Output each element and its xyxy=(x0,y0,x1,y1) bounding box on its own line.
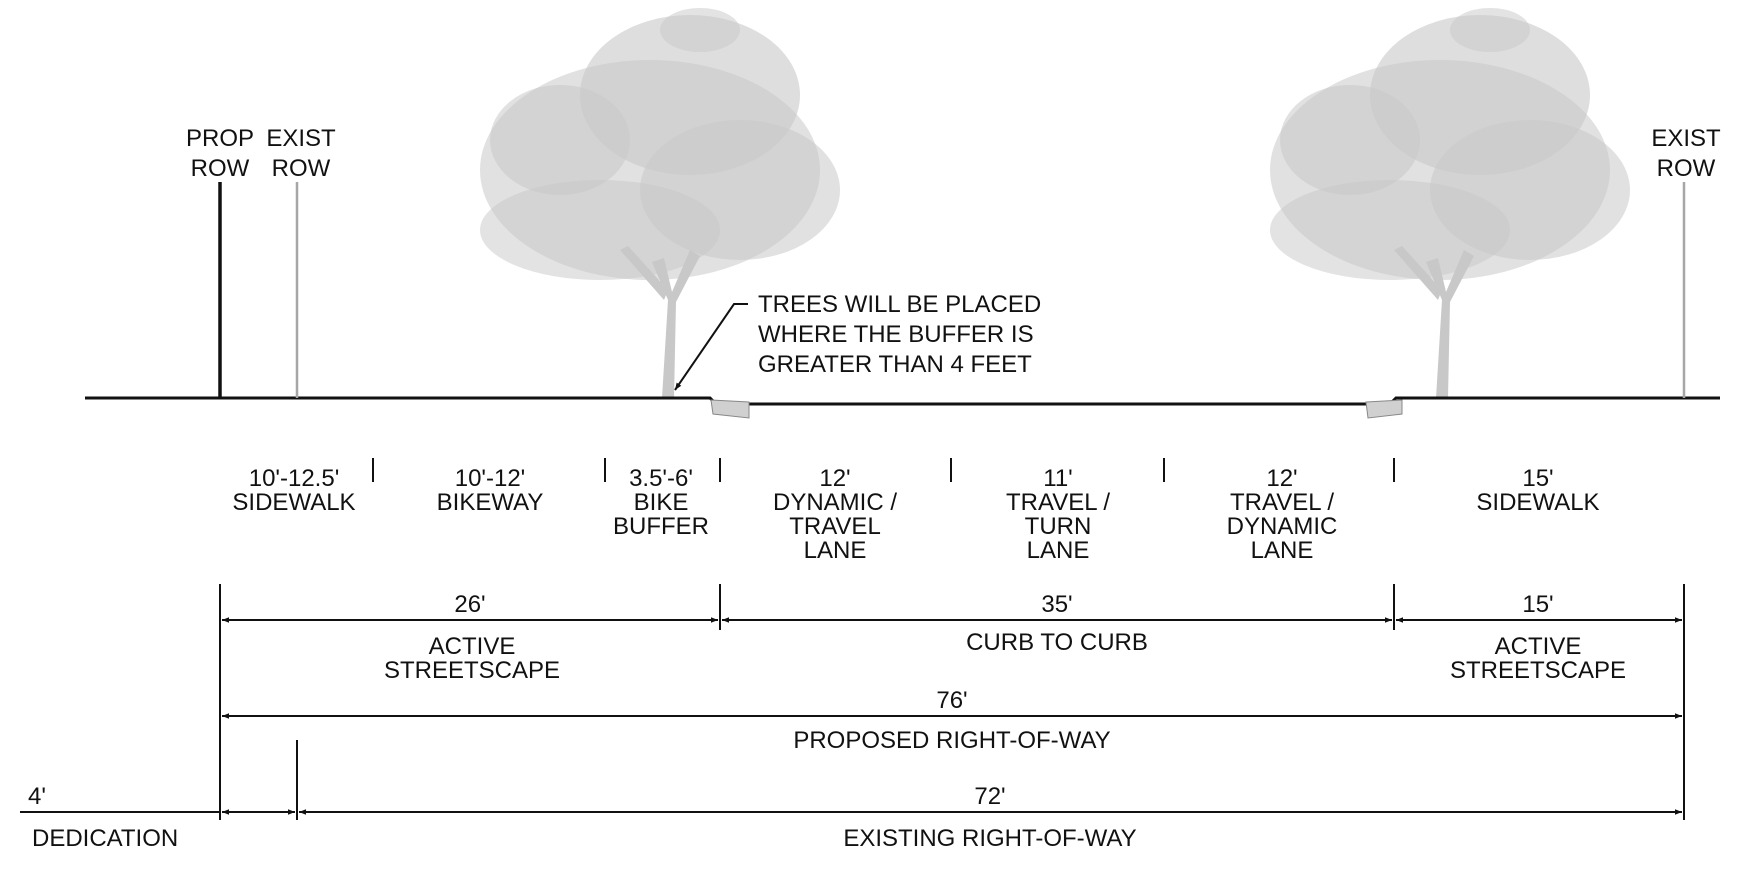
exist-row-left-label-1: EXIST xyxy=(266,125,336,152)
exist-row-left-label-2: ROW xyxy=(272,155,331,182)
svg-text:10'-12': 10'-12' xyxy=(455,465,526,492)
segment-dynamic-travel-lane: 12' DYNAMIC / TRAVEL LANE xyxy=(773,465,897,564)
tree-left xyxy=(480,8,840,398)
prop-row-label-2: ROW xyxy=(191,155,250,182)
exist-row-right-label-2: ROW xyxy=(1657,155,1716,182)
dim-active-right-label-1: ACTIVE xyxy=(1495,633,1582,660)
svg-text:TRAVEL: TRAVEL xyxy=(789,513,881,540)
curb-right xyxy=(1365,399,1403,419)
svg-text:3.5'-6': 3.5'-6' xyxy=(629,465,693,492)
segment-travel-turn-lane: 11' TRAVEL / TURN LANE xyxy=(1006,465,1110,564)
svg-text:SIDEWALK: SIDEWALK xyxy=(1476,489,1599,516)
svg-text:TRAVEL /: TRAVEL / xyxy=(1230,489,1334,516)
svg-text:10'-12.5': 10'-12.5' xyxy=(249,465,340,492)
dim-existing-row-value: 72' xyxy=(974,783,1005,810)
callout-leader xyxy=(674,303,748,391)
svg-text:LANE: LANE xyxy=(804,537,867,564)
segment-sidewalk-left: 10'-12.5' SIDEWALK xyxy=(232,465,355,516)
segment-bikeway: 10'-12' BIKEWAY xyxy=(437,465,544,516)
dim-proposed-row-value: 76' xyxy=(936,687,967,714)
dim-curb-value: 35' xyxy=(1041,591,1072,618)
dim-active-left-label-2: STREETSCAPE xyxy=(384,657,560,684)
dim-dedication-label: DEDICATION xyxy=(32,825,178,852)
svg-text:DYNAMIC /: DYNAMIC / xyxy=(773,489,897,516)
svg-text:BIKEWAY: BIKEWAY xyxy=(437,489,544,516)
dim-active-right-value: 15' xyxy=(1522,591,1553,618)
svg-text:12': 12' xyxy=(1266,465,1297,492)
segment-sidewalk-right: 15' SIDEWALK xyxy=(1476,465,1599,516)
svg-text:TURN: TURN xyxy=(1025,513,1092,540)
callout-line-2: WHERE THE BUFFER IS xyxy=(758,321,1034,348)
prop-row-label-1: PROP xyxy=(186,125,254,152)
dim-active-left-value: 26' xyxy=(454,591,485,618)
segment-separators xyxy=(372,458,1395,482)
segment-travel-dynamic-lane: 12' TRAVEL / DYNAMIC LANE xyxy=(1227,465,1338,564)
ground-line xyxy=(85,396,1720,406)
svg-text:DYNAMIC: DYNAMIC xyxy=(1227,513,1338,540)
dim-curb-label: CURB TO CURB xyxy=(966,629,1148,656)
dim-existing-row-label: EXISTING RIGHT-OF-WAY xyxy=(843,825,1136,852)
dim-dedication-value: 4' xyxy=(28,783,46,810)
svg-text:11': 11' xyxy=(1043,465,1073,492)
curb-left xyxy=(710,399,750,419)
callout-line-1: TREES WILL BE PLACED xyxy=(758,291,1041,318)
tree-right xyxy=(1270,8,1630,398)
svg-text:12': 12' xyxy=(819,465,850,492)
svg-text:SIDEWALK: SIDEWALK xyxy=(232,489,355,516)
svg-text:BUFFER: BUFFER xyxy=(613,513,709,540)
extension-lines xyxy=(219,584,1685,820)
dim-active-left-label-1: ACTIVE xyxy=(429,633,516,660)
callout-line-3: GREATER THAN 4 FEET xyxy=(758,351,1032,378)
svg-text:LANE: LANE xyxy=(1251,537,1314,564)
exist-row-right-label-1: EXIST xyxy=(1651,125,1721,152)
dim-active-right-label-2: STREETSCAPE xyxy=(1450,657,1626,684)
dim-proposed-row-label: PROPOSED RIGHT-OF-WAY xyxy=(793,727,1110,754)
segment-bike-buffer: 3.5'-6' BIKE BUFFER xyxy=(613,465,709,540)
svg-text:TRAVEL /: TRAVEL / xyxy=(1006,489,1110,516)
svg-text:15': 15' xyxy=(1522,465,1553,492)
svg-text:LANE: LANE xyxy=(1027,537,1090,564)
svg-text:BIKE: BIKE xyxy=(634,489,689,516)
